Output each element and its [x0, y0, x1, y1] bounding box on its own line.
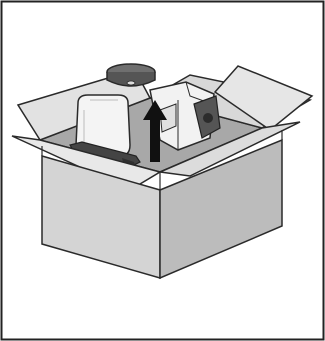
box-flap-front-right [157, 121, 301, 177]
pump-unit [149, 81, 221, 151]
box-flap-right [213, 65, 314, 131]
lift-arrow [143, 100, 167, 162]
box-side-face [159, 138, 283, 280]
reservoir-cap [106, 63, 156, 87]
